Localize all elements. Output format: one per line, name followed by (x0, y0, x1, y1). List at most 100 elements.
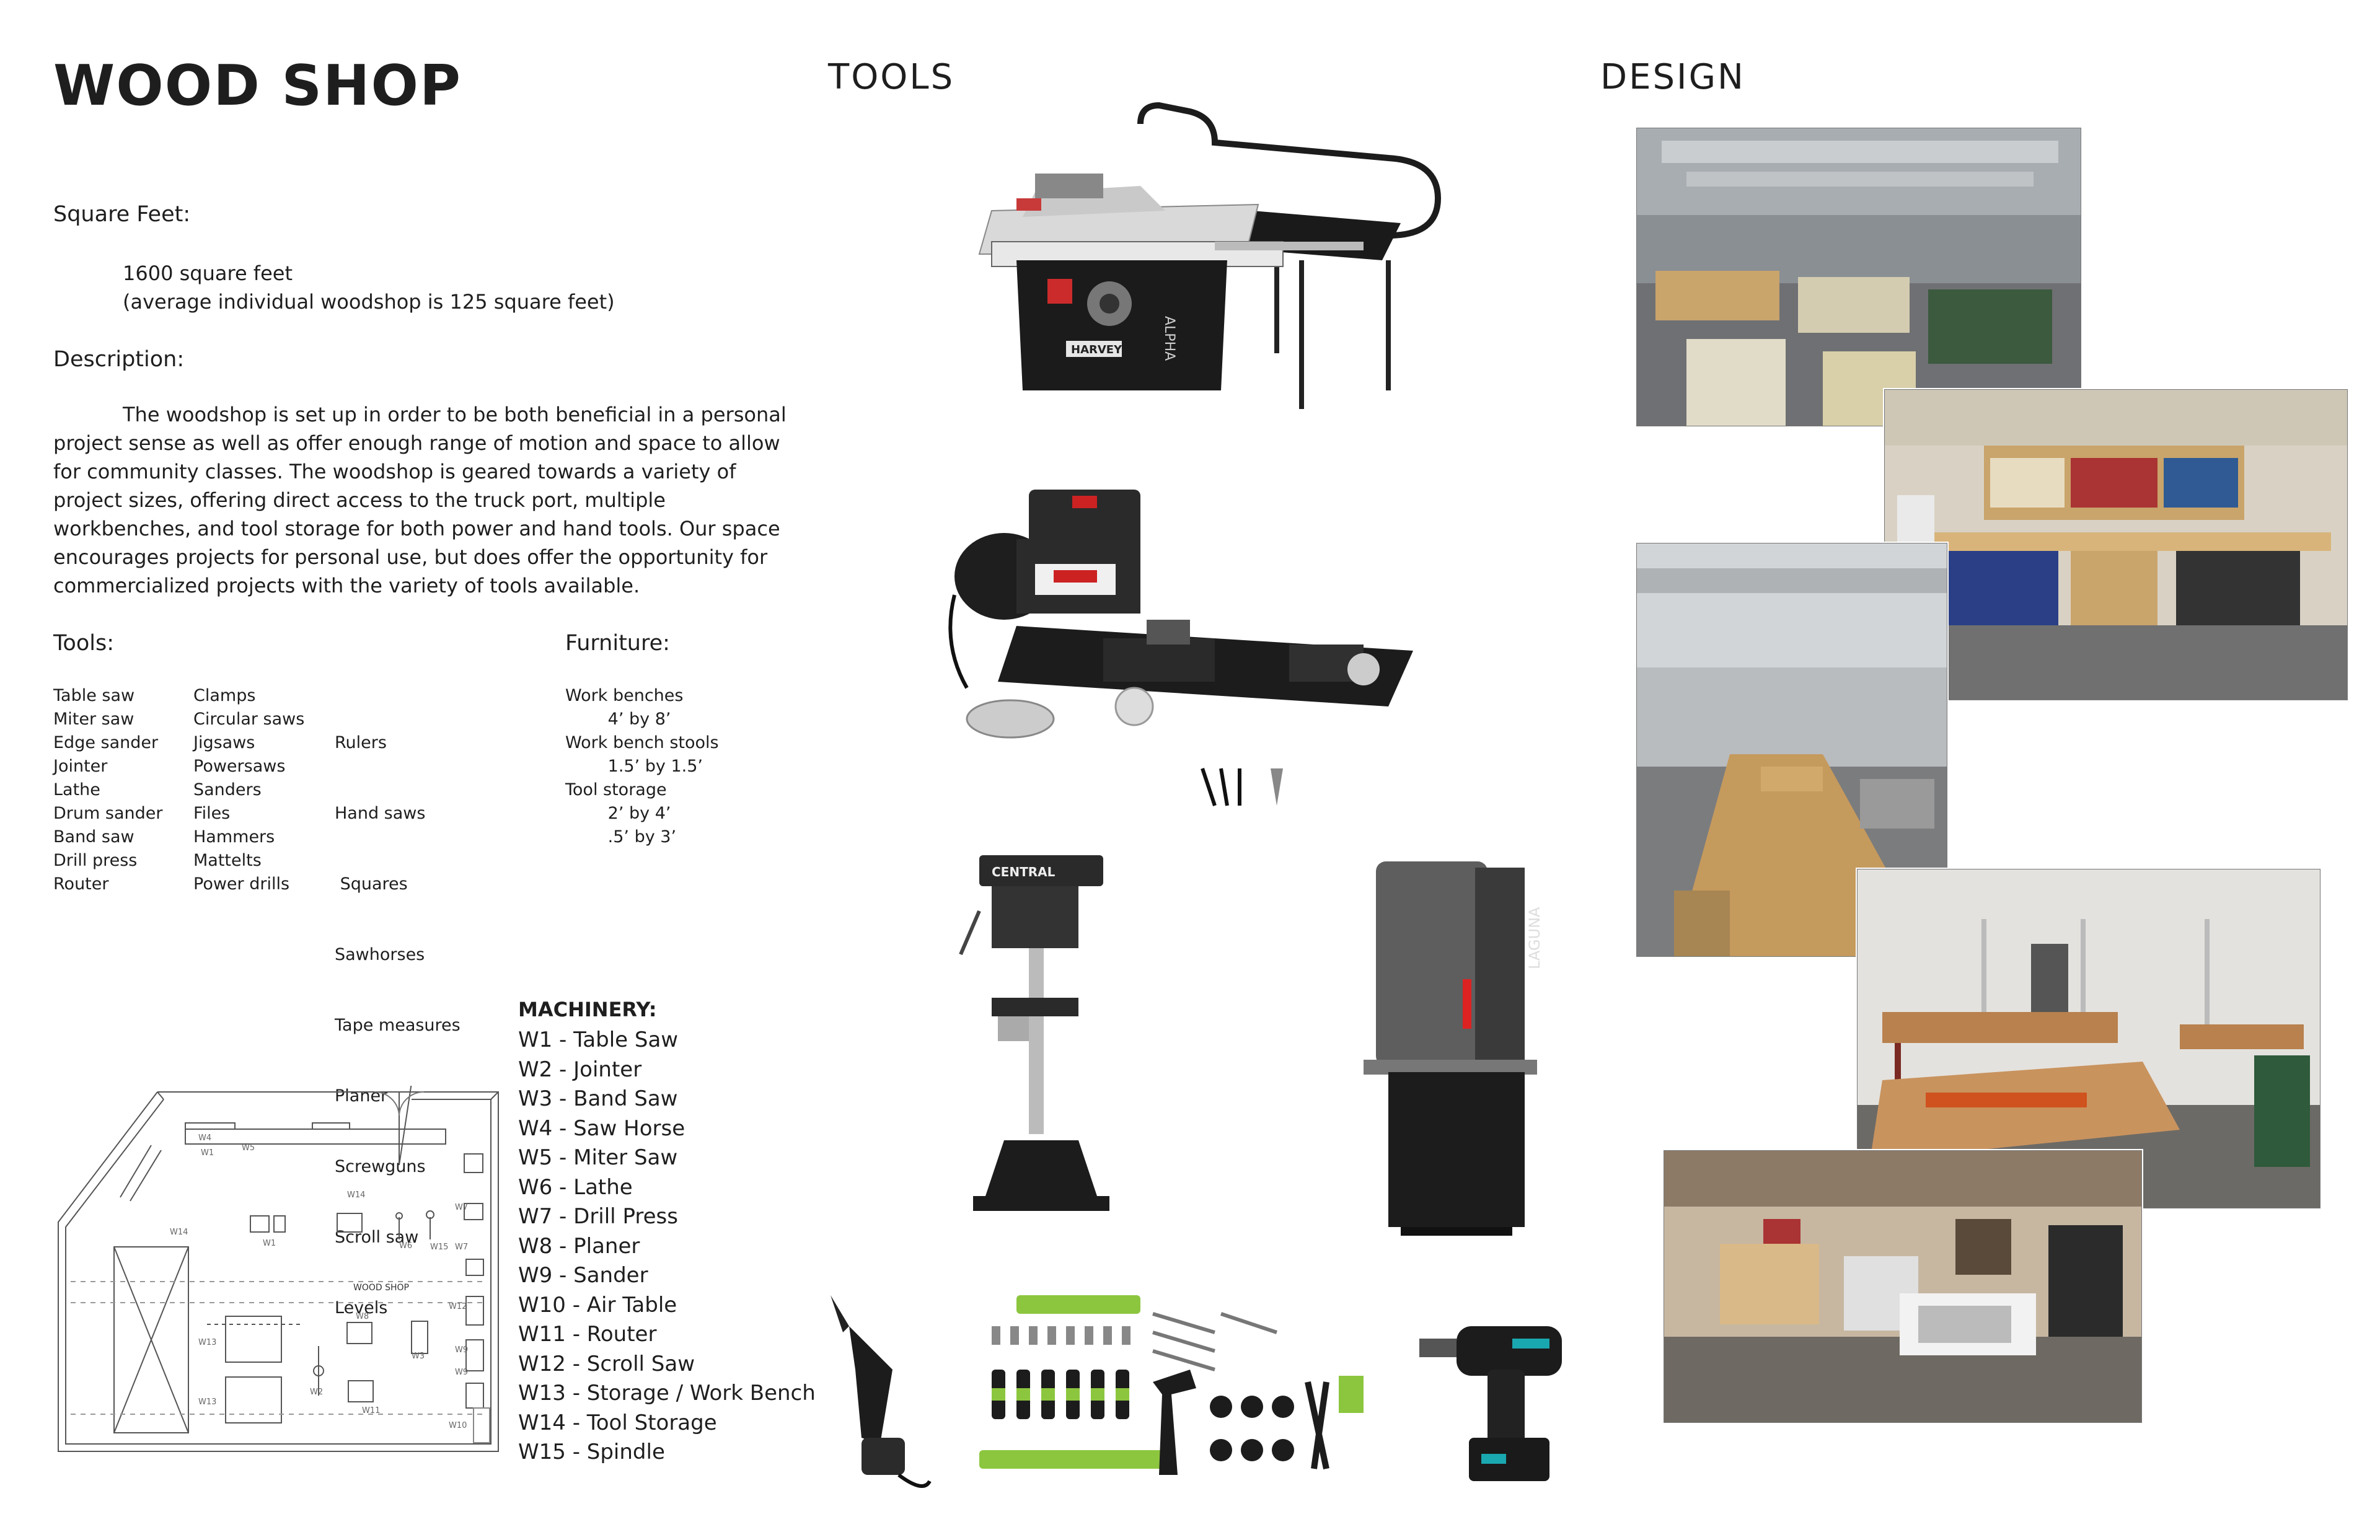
table-saw-image: HARVEY ALPHA (954, 99, 1450, 452)
plan-tag: W13 (198, 1338, 216, 1347)
drill-press-brand-label: CENTRAL (992, 865, 1056, 879)
plan-tag: W8 (356, 1312, 369, 1321)
plan-tag: W14 (170, 1228, 188, 1237)
list-item: W3 - Band Saw (518, 1086, 678, 1111)
furniture-label: Furniture: (565, 631, 670, 656)
plan-tag: W6 (399, 1241, 412, 1251)
square-feet-label: Square Feet: (53, 202, 191, 227)
machinery-label: MACHINERY: (518, 998, 657, 1021)
list-item: Power drills (193, 874, 290, 894)
plan-tag: W4 (198, 1133, 211, 1143)
reciprocating-saw-image (824, 1289, 936, 1500)
list-item: Files (193, 804, 231, 823)
list-item: W8 - Planer (518, 1233, 640, 1259)
machinery-list: W1 - Table Saw W2 - Jointer W3 - Band Sa… (518, 1026, 816, 1467)
list-item: W4 - Saw Horse (518, 1115, 685, 1141)
table-saw-brand-label: HARVEY (1071, 343, 1122, 356)
list-item: Work bench stools (565, 733, 719, 752)
plan-tag: W5 (242, 1143, 255, 1153)
lathe-image (942, 483, 1463, 818)
list-item: Rulers (335, 733, 387, 752)
list-item: 4’ by 8’ (565, 710, 671, 729)
plan-tag: W7 (455, 1203, 468, 1212)
shop-photo-3 (1636, 543, 1947, 957)
list-item: Sanders (193, 780, 262, 799)
list-item: Levels (335, 1298, 388, 1318)
tools-heading: TOOLS (828, 57, 955, 97)
list-item: Clamps (193, 686, 256, 705)
list-item: Edge sander (53, 733, 159, 752)
list-item: 2’ by 4’ (565, 804, 671, 823)
list-item: Screwguns (335, 1157, 426, 1176)
square-feet-note: (average individual woodshop is 125 squa… (123, 290, 615, 314)
square-feet-value: 1600 square feet (123, 262, 293, 285)
list-item: Work benches (565, 686, 684, 705)
list-item: Mattelts (193, 851, 262, 870)
table-saw-model-label: ALPHA (1161, 316, 1177, 361)
page-title: WOOD SHOP (53, 53, 462, 118)
list-item: Powersaws (193, 757, 286, 776)
list-item: Miter saw (53, 710, 134, 729)
plan-tag: W13 (198, 1397, 216, 1407)
plan-tag: W9 (455, 1345, 468, 1355)
description-label: Description: (53, 347, 185, 372)
list-item: Scroll saw (335, 1228, 419, 1247)
list-item: W14 - Tool Storage (518, 1410, 717, 1435)
plan-tag: W9 (455, 1368, 468, 1377)
list-item: Hammers (193, 827, 275, 847)
tools-label: Tools: (53, 631, 115, 656)
list-item: Jointer (53, 757, 108, 776)
list-item: Sawhorses (335, 945, 425, 964)
hand-tool-set-image (954, 1289, 1376, 1500)
list-item: Drill press (53, 851, 138, 870)
cordless-drill-image (1419, 1314, 1580, 1500)
drill-press-image: CENTRAL (954, 849, 1128, 1221)
list-item: Table saw (53, 686, 135, 705)
plan-tag: W1 (263, 1239, 276, 1248)
furniture-list: Work benches 4’ by 8’ Work bench stools … (565, 684, 719, 849)
shop-photo-5 (1664, 1150, 2142, 1423)
list-item: W15 - Spindle (518, 1440, 665, 1464)
plan-tag: W7 (455, 1243, 468, 1252)
plan-tag: W11 (362, 1406, 380, 1415)
plan-tag: W15 (430, 1243, 448, 1252)
list-item: Tape measures (335, 1016, 461, 1035)
list-item: W10 - Air Table (518, 1292, 677, 1318)
plan-tag: W14 (347, 1190, 365, 1200)
plan-tag: W2 (310, 1388, 323, 1397)
list-item: Planer (335, 1086, 388, 1106)
band-saw-brand-label: LAGUNA (1526, 907, 1543, 969)
list-item: W12 - Scroll Saw (518, 1351, 695, 1376)
list-item: W6 - Lathe (518, 1174, 633, 1200)
shop-photo-2 (1884, 389, 2348, 700)
list-item: Lathe (53, 780, 100, 799)
list-item: Band saw (53, 827, 134, 847)
list-item: Tool storage (565, 780, 667, 799)
list-item: Hand saws (335, 804, 426, 823)
plan-tag: W3 (412, 1352, 425, 1361)
tools-list-col2: Clamps Circular saws Jigsaws Powersaws S… (193, 684, 304, 896)
plan-tag: W12 (449, 1302, 467, 1311)
list-item: W1 - Table Saw (518, 1027, 679, 1052)
tools-list-col1: Table saw Miter saw Edge sander Jointer … (53, 684, 162, 896)
band-saw-image: LAGUNA (1364, 855, 1549, 1239)
plan-tag: W10 (449, 1421, 467, 1430)
list-item: Drum sander (53, 804, 163, 823)
list-item: W9 - Sander (518, 1263, 648, 1288)
list-item: 1.5’ by 1.5’ (565, 757, 703, 776)
list-item: W7 - Drill Press (518, 1204, 678, 1229)
floor-plan: W1 W1 W2 W3 W4 W5 W6 W7 W7 W8 W9 W9 W10 … (52, 1086, 505, 1458)
design-heading: DESIGN (1600, 57, 1745, 97)
list-item: Circular saws (193, 710, 305, 729)
list-item: .5’ by 3’ (565, 827, 677, 847)
list-item: W11 - Router (518, 1322, 657, 1347)
shop-photo-1 (1636, 128, 2081, 426)
list-item: Squares (335, 874, 408, 894)
plan-room-label: WOOD SHOP (353, 1283, 409, 1293)
list-item: Jigsaws (193, 733, 255, 752)
list-item: W5 - Miter Saw (518, 1145, 678, 1170)
list-item: W2 - Jointer (518, 1057, 642, 1082)
list-item: W13 - Storage / Work Bench (518, 1381, 816, 1406)
plan-tag: W1 (201, 1148, 214, 1158)
list-item: Router (53, 874, 109, 894)
